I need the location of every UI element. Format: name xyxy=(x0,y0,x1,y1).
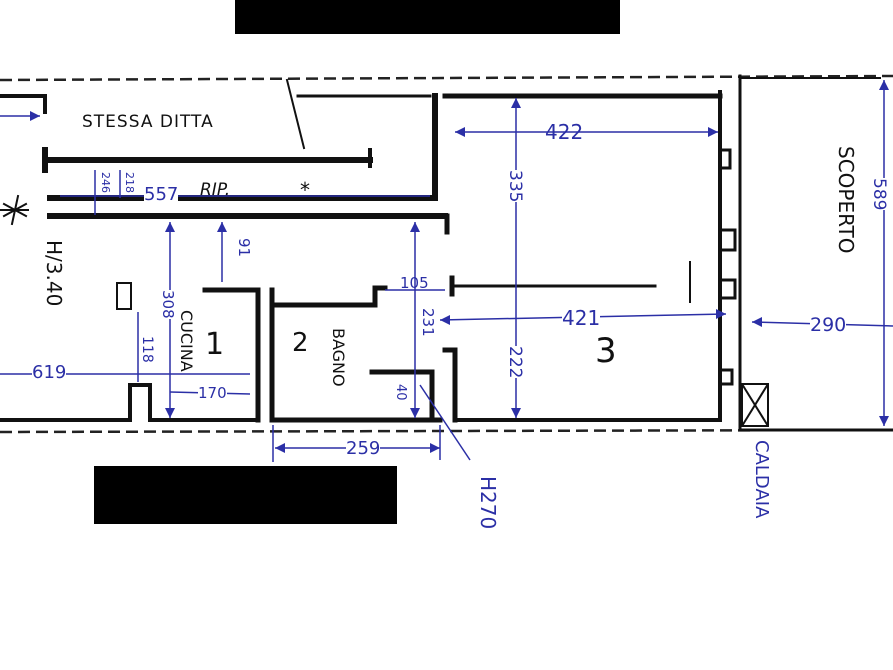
dim-40: 40 xyxy=(393,384,408,401)
kitchen-label: CUCINA xyxy=(177,310,196,372)
boiler-label: CALDAIA xyxy=(751,440,772,519)
height-label: H/3.40 xyxy=(42,240,66,307)
boiler-box xyxy=(741,383,769,427)
dim-335: 335 xyxy=(505,170,525,203)
dim-170: 170 xyxy=(198,384,227,402)
redaction-top xyxy=(235,0,620,34)
dim-231: 231 xyxy=(419,308,437,337)
dimension-lines xyxy=(0,80,893,462)
courtyard-label: SCOPERTO xyxy=(834,146,858,254)
dim-91: 91 xyxy=(235,238,253,258)
dim-105: 105 xyxy=(400,274,429,292)
dim-421: 421 xyxy=(562,306,601,330)
dim-619: 619 xyxy=(32,362,67,383)
dim-222: 222 xyxy=(505,346,525,379)
room-mark-1: 1 xyxy=(205,327,225,362)
redaction-bottom xyxy=(94,466,397,524)
dim-218: 218 xyxy=(123,172,136,193)
ceiling-height-note: H270 xyxy=(476,476,500,530)
storage-label: RIP. xyxy=(200,180,231,200)
dim-290: 290 xyxy=(810,314,847,336)
walls xyxy=(0,74,893,432)
dim-246: 246 xyxy=(99,172,112,193)
room-mark-3: 3 xyxy=(595,331,617,371)
dim-422: 422 xyxy=(545,120,584,144)
dimension-arrows xyxy=(30,80,889,453)
dim-308: 308 xyxy=(159,290,177,319)
bath-label: BAGNO xyxy=(329,328,348,387)
dim-259: 259 xyxy=(346,438,381,459)
dim-557: 557 xyxy=(144,184,179,205)
storage-mark: * xyxy=(300,178,310,202)
neighbor-label: STESSA DITTA xyxy=(82,112,214,132)
dim-589: 589 xyxy=(869,178,889,211)
dim-118: 118 xyxy=(139,336,155,363)
room-mark-2: 2 xyxy=(292,328,309,358)
